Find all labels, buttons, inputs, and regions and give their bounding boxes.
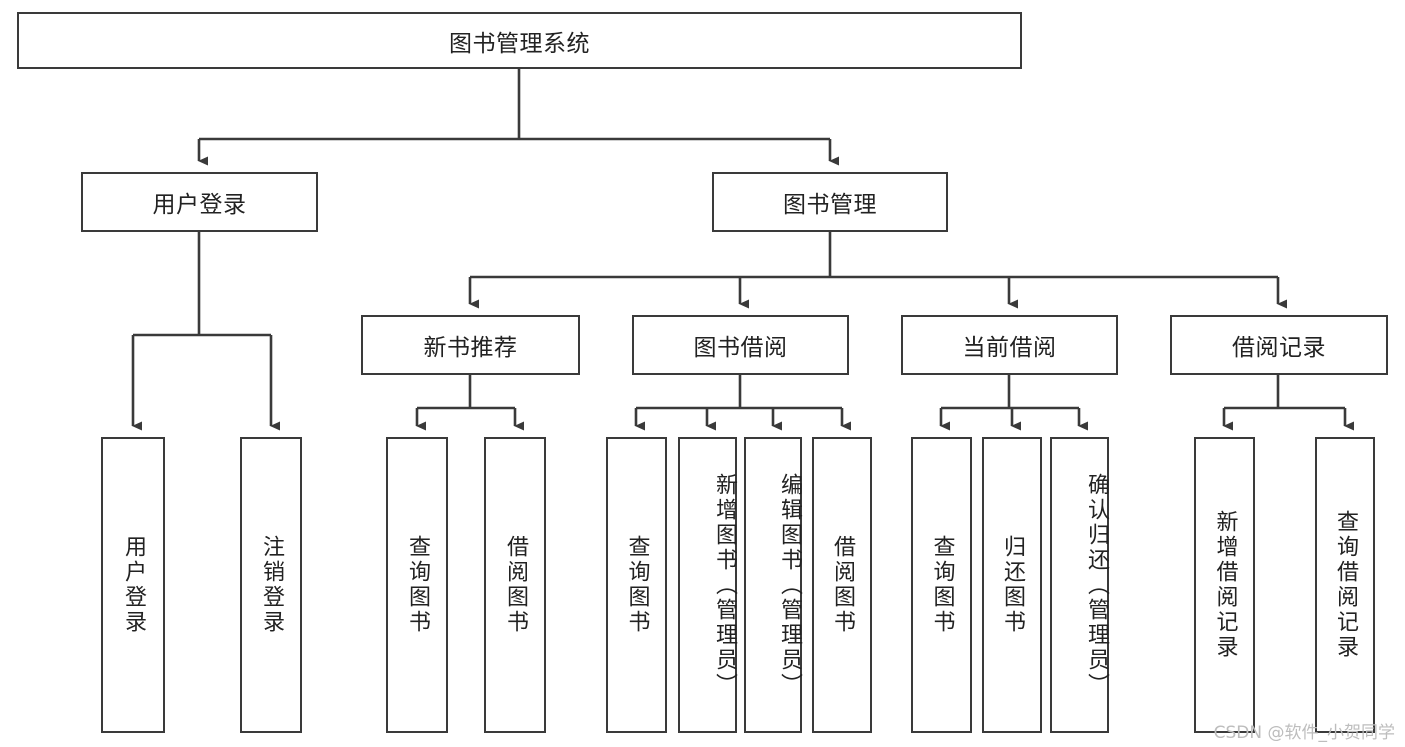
node-leaf-borrow-book-recommend[interactable]: 借阅图书 [484,437,546,733]
node-leaf-user-logout[interactable]: 注销登录 [240,437,302,733]
node-leaf-borrow-book[interactable]: 借阅图书 [812,437,872,733]
node-leaf-query-book-recommend[interactable]: 查询图书 [386,437,448,733]
node-label: 新增借阅记录 [1212,510,1238,660]
node-borrow-record[interactable]: 借阅记录 [1170,315,1388,375]
node-leaf-edit-book[interactable]: 编辑图书（管理员） [744,437,802,733]
node-label: 借阅记录 [1232,335,1326,361]
node-user-login[interactable]: 用户登录 [81,172,318,232]
node-leaf-query-book-borrow[interactable]: 查询图书 [606,437,667,733]
node-label: 查询图书 [405,535,430,635]
node-new-book-recommend[interactable]: 新书推荐 [361,315,580,375]
node-label: 注销登录 [259,535,284,635]
node-label: 确认归还（管理员） [1084,472,1109,698]
node-label: 归还图书 [1000,535,1025,635]
node-book-management[interactable]: 图书管理 [712,172,948,232]
node-leaf-add-book[interactable]: 新增图书（管理员） [678,437,737,733]
node-label: 查询借阅记录 [1333,510,1358,660]
node-label: 编辑图书（管理员） [777,472,802,698]
node-label: 查询图书 [624,535,650,635]
node-label: 用户登录 [121,535,146,635]
node-leaf-query-borrow-record[interactable]: 查询借阅记录 [1315,437,1375,733]
node-leaf-confirm-return[interactable]: 确认归还（管理员） [1050,437,1109,733]
node-leaf-add-borrow-record[interactable]: 新增借阅记录 [1194,437,1255,733]
node-book-borrow[interactable]: 图书借阅 [632,315,849,375]
node-label: 借阅图书 [830,535,855,635]
node-label: 新增图书（管理员） [712,472,737,698]
node-leaf-return-book[interactable]: 归还图书 [982,437,1042,733]
node-label: 当前借阅 [962,335,1057,361]
node-label: 用户登录 [152,192,247,218]
csdn-watermark: CSDN @软件_小贺同学 [1213,723,1395,743]
node-label: 查询图书 [929,535,955,635]
node-root[interactable]: 图书管理系统 [17,12,1022,69]
node-leaf-query-book-current[interactable]: 查询图书 [911,437,972,733]
node-label: 新书推荐 [423,335,518,361]
node-label: 图书借阅 [693,335,788,361]
node-label: 借阅图书 [503,535,528,635]
node-label: 图书管理系统 [449,30,590,57]
node-leaf-user-login[interactable]: 用户登录 [101,437,165,733]
node-label: 图书管理 [783,192,877,218]
node-current-borrow[interactable]: 当前借阅 [901,315,1118,375]
